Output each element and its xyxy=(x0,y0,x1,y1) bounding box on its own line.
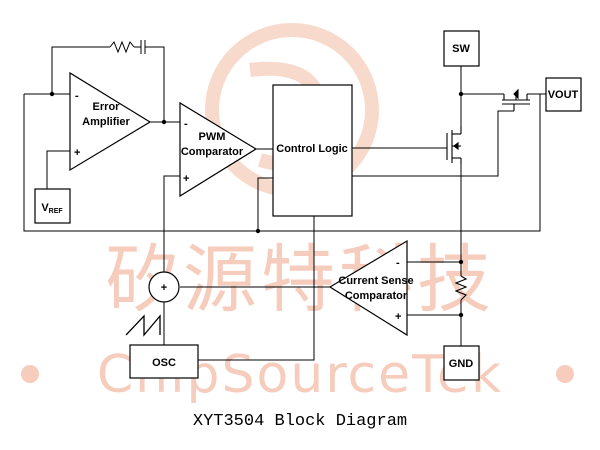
error-amplifier-minus: - xyxy=(75,90,79,102)
vout-label: VOUT xyxy=(548,89,579,101)
summer: + xyxy=(148,271,180,303)
control-logic-label: Control Logic xyxy=(276,143,348,155)
gnd-pin: GND xyxy=(443,345,480,381)
watermark-dot-right xyxy=(556,365,574,383)
pwm-comparator-minus: - xyxy=(184,118,188,130)
low-side-nmos xyxy=(446,126,462,164)
current-sense-minus: - xyxy=(396,257,400,269)
current-sense-label-2: Comparator xyxy=(345,290,408,302)
pwm-comparator: PWM Comparator - + xyxy=(179,101,258,198)
high-side-pmos xyxy=(502,88,530,111)
current-sense-label-1: Current Sense xyxy=(338,275,413,287)
diagram-caption: XYT3504 Block Diagram xyxy=(192,412,408,431)
gnd-label: GND xyxy=(449,358,474,370)
sw-pin: SW xyxy=(443,30,480,67)
vref-label: VREF xyxy=(41,202,63,215)
summer-plus: + xyxy=(161,282,167,294)
watermark-dot-left xyxy=(21,365,39,383)
control-logic: Control Logic xyxy=(272,84,353,217)
wires xyxy=(23,40,546,361)
pwm-comparator-plus: + xyxy=(183,173,189,185)
vref-source: VREF xyxy=(34,188,71,224)
error-amplifier-label-1: Error xyxy=(93,101,121,113)
error-amplifier: Error Amplifier - + xyxy=(69,71,152,172)
error-amplifier-plus: + xyxy=(74,147,80,159)
current-sense-plus: + xyxy=(395,311,401,323)
sense-resistor xyxy=(454,275,468,301)
sw-label: SW xyxy=(452,43,470,55)
error-amplifier-label-2: Amplifier xyxy=(82,116,130,128)
oscillator: OSC xyxy=(129,344,199,379)
osc-label: OSC xyxy=(152,357,176,369)
ramp-waveform xyxy=(125,314,161,337)
current-sense-comparator: Current Sense Comparator - + xyxy=(328,239,414,337)
vout-pin: VOUT xyxy=(545,77,582,112)
pwm-comparator-label-2: Comparator xyxy=(181,146,244,158)
pwm-comparator-label-1: PWM xyxy=(199,131,226,143)
junctions xyxy=(49,91,464,318)
